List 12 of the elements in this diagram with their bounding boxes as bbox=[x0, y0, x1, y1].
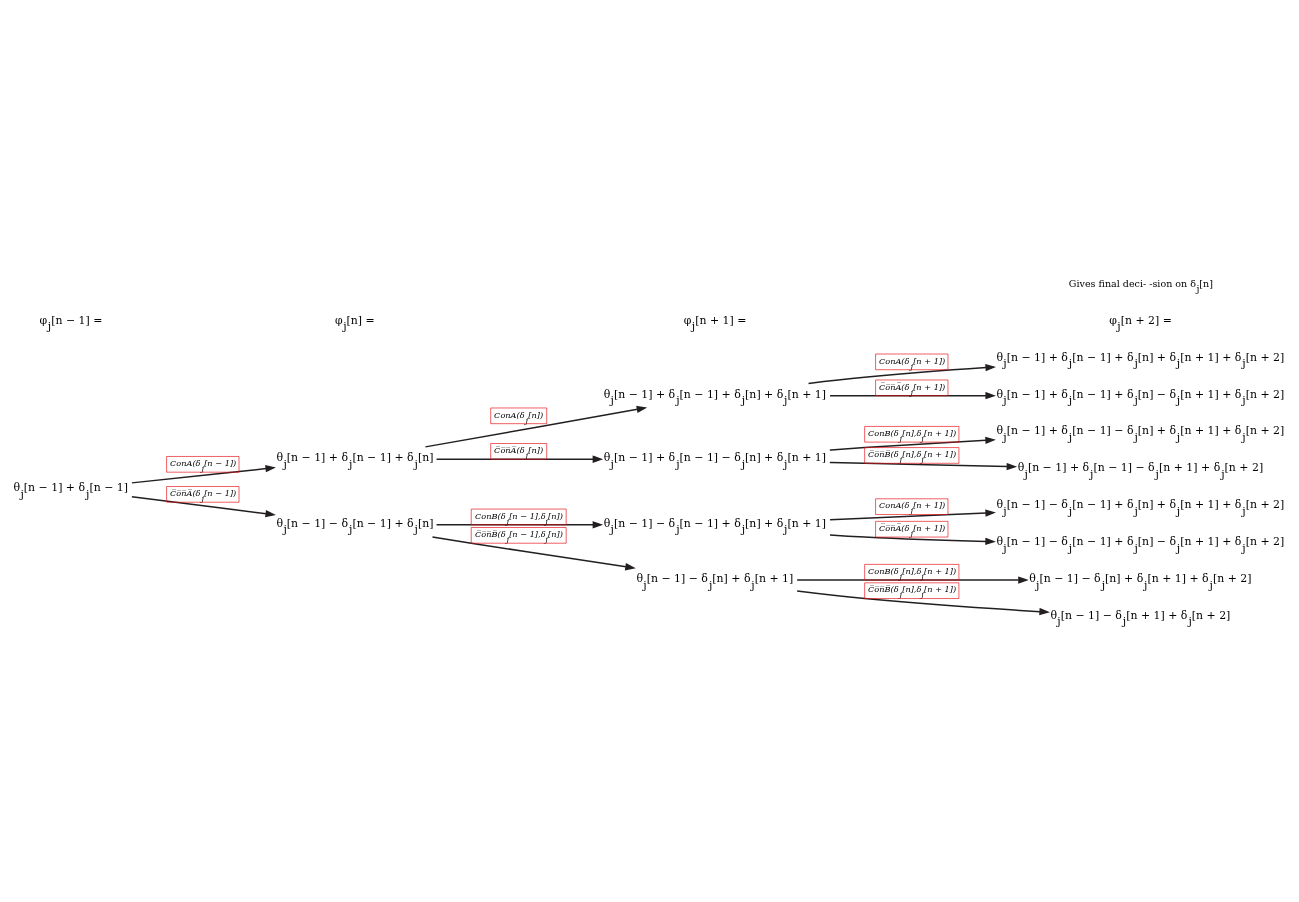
arrow bbox=[424, 405, 648, 448]
arrow bbox=[131, 496, 276, 518]
arrow bbox=[796, 590, 1050, 616]
arrow bbox=[131, 465, 276, 484]
arrow bbox=[829, 534, 996, 546]
arrow bbox=[435, 521, 604, 529]
arrow bbox=[829, 509, 996, 521]
arrow bbox=[829, 461, 1018, 471]
arrow bbox=[829, 436, 996, 451]
arrow bbox=[431, 536, 636, 571]
arrow bbox=[807, 363, 996, 385]
arrow bbox=[435, 455, 604, 463]
